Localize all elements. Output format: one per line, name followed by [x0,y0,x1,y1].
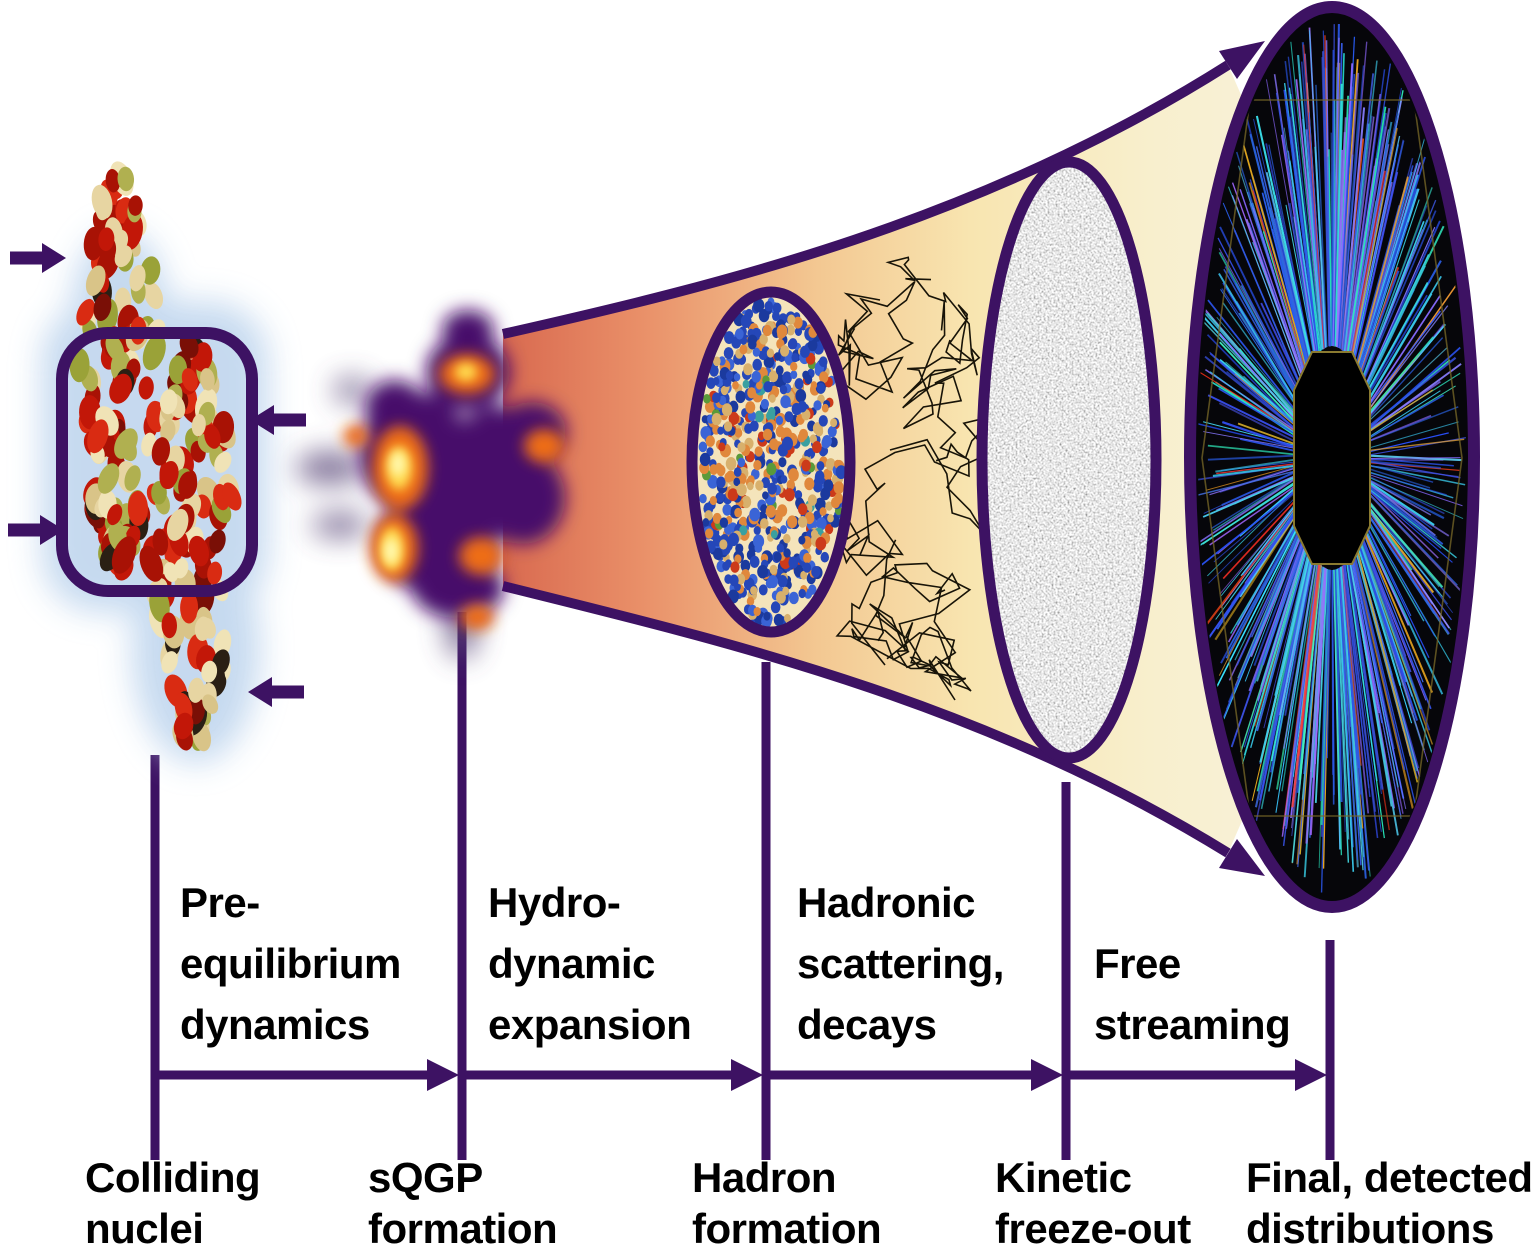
beam-arrow-left-lower-icon [8,515,64,545]
hadronic-scattering-trails-illustration [835,256,1000,701]
phase-arrow-hadronic-icon [766,1059,1063,1091]
stage-label-hadron-formation: Hadron formation [692,1154,882,1249]
funnel-bottom-edge [501,581,1231,858]
nucleus-right [139,333,242,752]
stage-label-colliding-nuclei: Colliding nuclei [85,1154,261,1249]
particle-tracks [1198,24,1466,893]
collision-zone-box [56,327,258,597]
sqgp-fireball-illustration [296,310,566,658]
colliding-nuclei-illustration [8,161,306,763]
beam-arrow-top-left-icon [10,243,66,273]
timeline-phase-arrows [155,1059,1327,1091]
beam-arrow-right-lower-icon [248,677,304,707]
funnel-arrowhead-top-icon [1219,41,1265,79]
phase-label-free-streaming: Free streaming [1094,940,1291,1048]
nucleus-left [69,161,167,581]
funnel-arrowhead-bottom-icon [1219,839,1265,876]
kinetic-freezeout-illustration [976,156,1162,764]
stage-label-sqgp-formation: sQGP formation [368,1154,558,1249]
beam-direction-arrows [8,243,306,707]
detector-event-display [1184,1,1480,913]
stage-label-kinetic-freezeout: Kinetic freeze-out [995,1154,1191,1249]
phase-label-pre-equilibrium: Pre- equilibrium dynamics [180,879,401,1048]
phase-arrow-free-streaming-icon [1066,1059,1327,1091]
hadron-formation-illustration [686,286,856,638]
expansion-funnel [503,65,1400,853]
phase-arrow-pre-equilibrium-icon [155,1059,459,1091]
stage-label-final-distributions: Final, detected distributions [1246,1154,1533,1249]
beam-pipe-void [1293,351,1371,565]
phase-arrow-hydrodynamic-icon [462,1059,763,1091]
phase-label-hydrodynamic-expansion: Hydro- dynamic expansion [488,879,692,1048]
phase-label-hadronic-scattering: Hadronic scattering, decays [797,879,1004,1048]
timeline-axis-lines [140,612,1345,1160]
beam-arrow-right-upper-icon [250,405,306,435]
funnel-top-edge [501,60,1231,339]
